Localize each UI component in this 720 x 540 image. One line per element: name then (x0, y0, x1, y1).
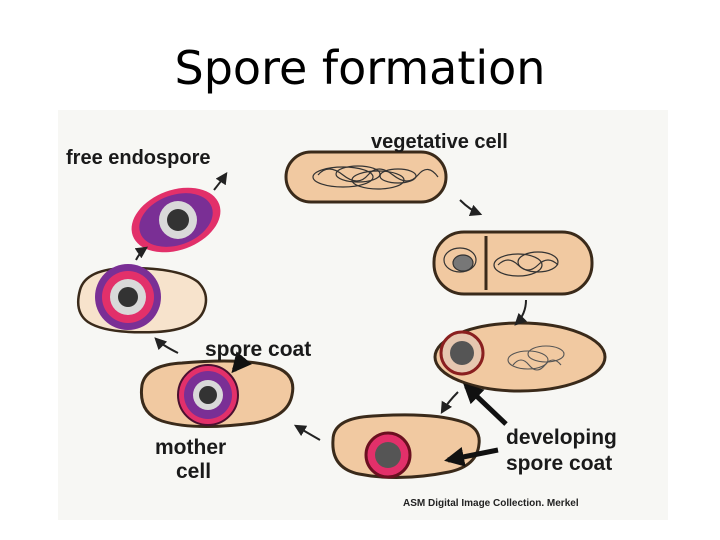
image-credit: ASM Digital Image Collection. Merkel (403, 498, 579, 509)
vegetative-cell (284, 150, 448, 204)
arrow-mother-to-lysis (154, 337, 179, 354)
label-vegetative-cell: vegetative cell (371, 131, 508, 153)
pointer-arrows (231, 351, 508, 467)
arrow-septum-to-forespore (514, 299, 528, 326)
arrow-developing-to-mother (293, 424, 321, 441)
lysing-cell (77, 264, 208, 334)
arrow-forespore-to-developing (440, 391, 459, 415)
label-mother: mother (155, 436, 226, 459)
label-cell: cell (176, 460, 211, 483)
arrow-vegetative-to-septum (459, 199, 483, 217)
label-developing: developing (506, 426, 617, 449)
arrow-developing-pointer (463, 383, 508, 426)
forespore-cell (433, 321, 607, 393)
label-free-endospore: free endospore (66, 147, 210, 169)
label-developing-spore-coat: spore coat (506, 452, 612, 475)
label-spore-coat: spore coat (205, 338, 311, 361)
developing-spore-coat-cell (331, 413, 481, 480)
arrow-developing-coat-pointer (444, 447, 499, 467)
septum-forming-cell (432, 230, 594, 296)
slide-title: Spore formation (174, 41, 546, 95)
arrow-spore-coat-pointer (231, 351, 252, 374)
nucleoid-tangle (312, 165, 439, 190)
free-endospore (131, 187, 221, 253)
cycle-arrows (134, 172, 528, 441)
mother-cell (139, 359, 295, 429)
spore-formation-diagram: free endospore vegetative cell spore coa… (58, 110, 668, 520)
arrow-free-endospore-label (213, 172, 228, 191)
arrow-lysis-to-free (134, 246, 148, 261)
